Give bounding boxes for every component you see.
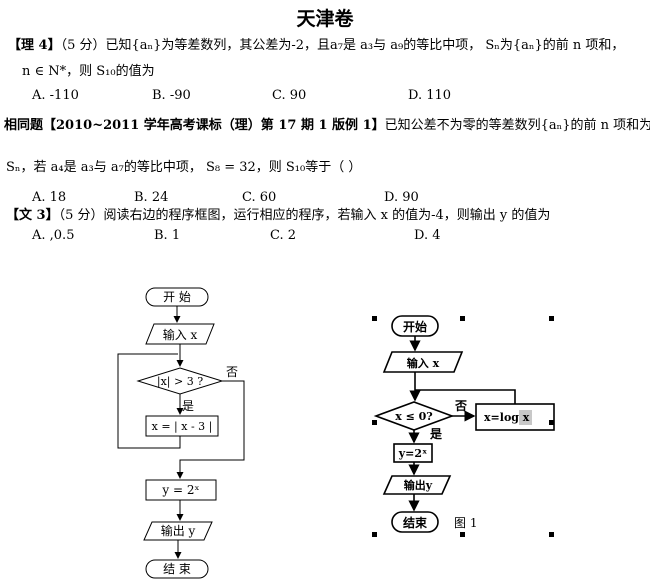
left-yes-label: 是 — [182, 399, 194, 413]
question-3-option-a: A. ,0.5 — [32, 228, 75, 243]
page-title: 天津卷 — [296, 8, 354, 30]
right-end-label: 结束 — [403, 515, 428, 530]
left-condition-label: |x| > 3 ? — [157, 375, 203, 389]
left-output-box — [143, 521, 213, 541]
left-output-label: 输出 y — [161, 523, 196, 538]
question-1-line-1: 【理 4】（5 分）已知{aₙ}为等差数列，其公差为-2，且a₇是 a₃与 a₉… — [8, 38, 624, 54]
right-end-terminal — [391, 511, 439, 533]
left-start-label: 开 始 — [163, 290, 191, 304]
left-assign-label: x = | x - 3 | — [152, 420, 213, 434]
left-compute-box — [145, 479, 217, 501]
question-2-tag: 相同题 — [4, 118, 44, 133]
right-yes-label: 是 — [429, 427, 443, 441]
question-1-tag: 【理 4】 — [8, 38, 61, 53]
question-3-option-d: D. 4 — [414, 228, 441, 243]
question-2-option-b: B. 24 — [134, 190, 169, 205]
question-1-line-2: n ∈ N*，则 S₁₀的值为 — [22, 64, 155, 79]
question-1-option-d: D. 110 — [408, 88, 452, 103]
right-output-box — [382, 475, 452, 495]
right-compute-box — [393, 443, 433, 463]
question-3-text: （5 分）阅读右边的程序框图，运行相应的程序，若输入 x 的值为-4，则输出 y… — [58, 208, 551, 223]
question-2-source: 【2010~2011 学年高考课标（理）第 17 期 1 版例 1】 — [43, 118, 385, 133]
left-compute-label: y = 2ˣ — [161, 483, 199, 497]
left-input-label: 输入 x — [163, 327, 198, 342]
right-assign-smudge — [519, 410, 532, 425]
question-2-option-d: D. 90 — [384, 190, 419, 205]
right-output-label: 输出y — [404, 478, 433, 492]
right-assign-label: x=log x — [484, 411, 530, 424]
question-2-option-c: C. 60 — [242, 190, 277, 205]
question-3-line-1: 【文 3】（5 分）阅读右边的程序框图，运行相应的程序，若输入 x 的值为-4，… — [6, 208, 550, 224]
question-2-text: 已知公差不为零的等差数列{aₙ}的前 n 项和为 — [384, 118, 650, 133]
right-compute-label: y=2ˣ — [398, 447, 428, 460]
selection-handles — [372, 316, 554, 537]
right-input-box — [382, 351, 464, 373]
question-1-option-b: B. -90 — [152, 88, 191, 103]
question-3-option-b: B. 1 — [154, 228, 181, 243]
question-2-line-1: 相同题【2010~2011 学年高考课标（理）第 17 期 1 版例 1】已知公… — [4, 118, 650, 134]
left-assign-box — [145, 415, 219, 437]
question-1-option-c: C. 90 — [272, 88, 307, 103]
question-2-option-a: A. 18 — [32, 190, 67, 205]
question-1-text: （5 分）已知{aₙ}为等差数列，其公差为-2，且a₇是 a₃与 a₉的等比中项… — [60, 38, 625, 53]
question-1-option-a: A. -110 — [32, 88, 79, 103]
left-end-terminal — [145, 559, 209, 579]
right-input-label: 输入 x — [407, 356, 440, 370]
question-3-tag: 【文 3】 — [6, 208, 59, 223]
left-no-label: 否 — [226, 365, 238, 379]
right-condition-label: x ≤ 0? — [395, 410, 433, 423]
left-end-label: 结 束 — [163, 562, 191, 576]
question-3-option-c: C. 2 — [270, 228, 297, 243]
right-no-label: 否 — [454, 399, 467, 413]
left-input-box — [145, 323, 215, 345]
right-figure-caption: 图 1 — [454, 516, 477, 530]
question-2-line-2: Sₙ，若 a₄是 a₃与 a₇的等比中项， S₈ = 32，则 S₁₀等于（ ） — [6, 160, 362, 175]
right-start-label: 开始 — [403, 319, 427, 334]
